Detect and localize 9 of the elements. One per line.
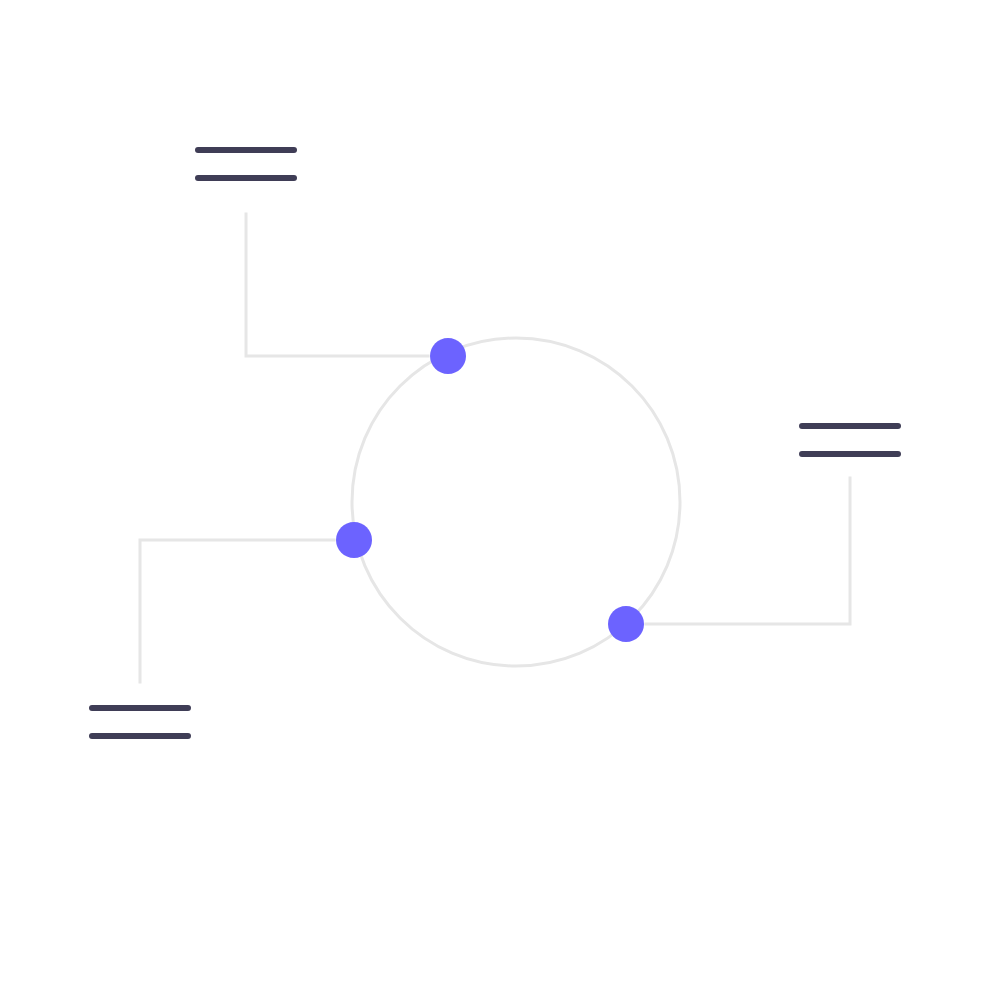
leader-line (244, 212, 430, 358)
leader-line (644, 476, 852, 626)
dot (430, 338, 466, 374)
leader-line (138, 538, 336, 684)
dot (608, 606, 644, 642)
text-placeholder (195, 147, 297, 181)
text-placeholder (799, 423, 901, 457)
text-placeholder (89, 705, 191, 739)
dot (336, 522, 372, 558)
